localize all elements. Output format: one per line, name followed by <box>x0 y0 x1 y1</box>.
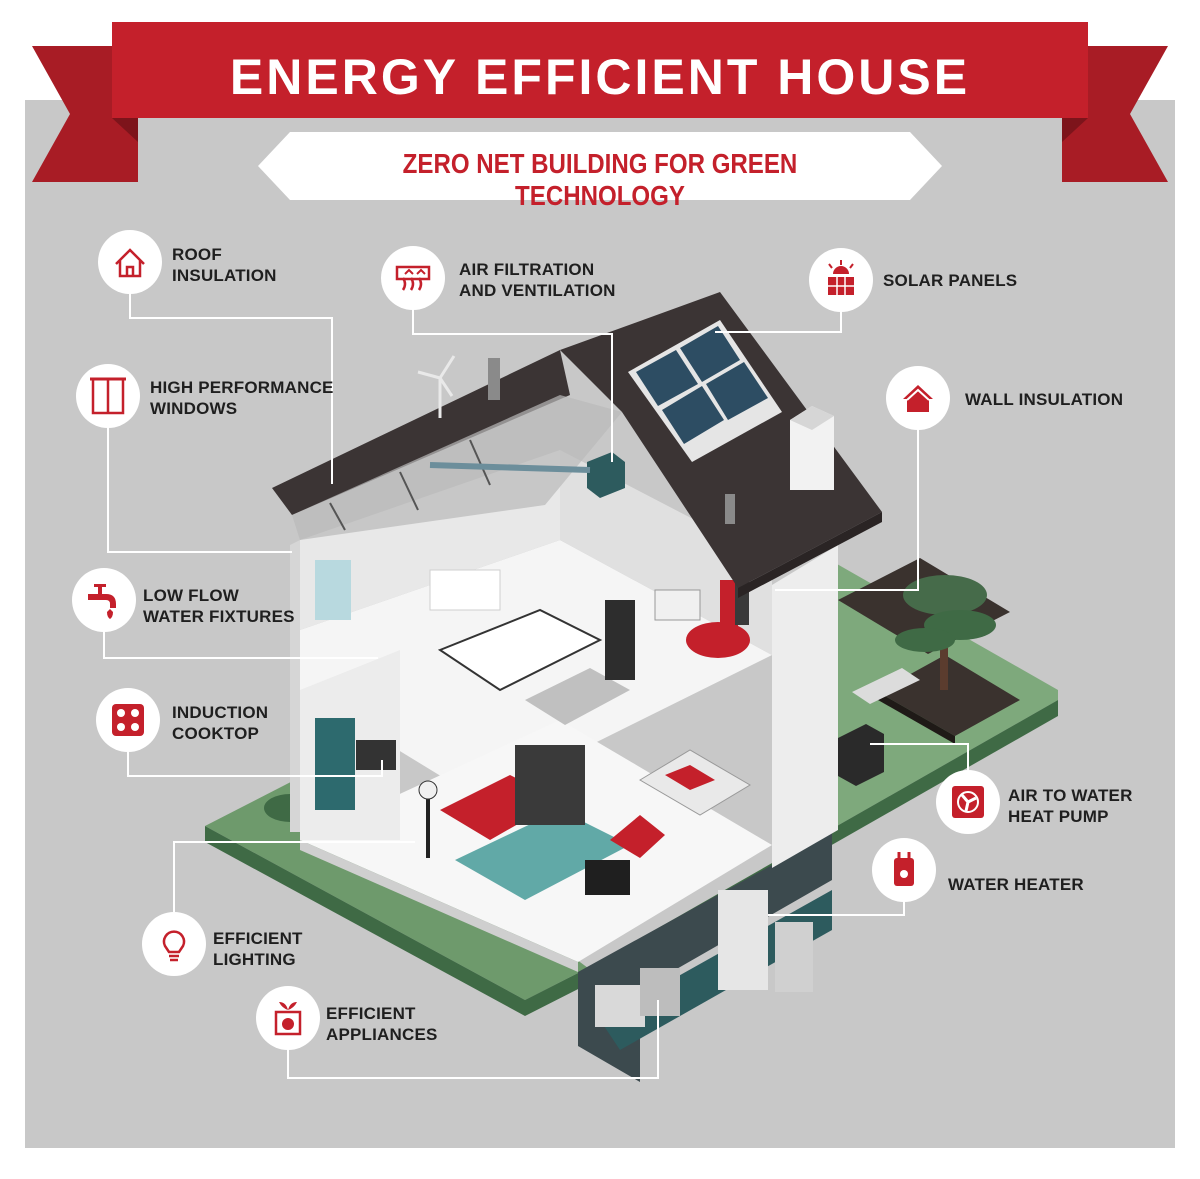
house-outline-icon <box>98 230 162 294</box>
air-vent-icon <box>381 246 445 310</box>
solar-panel-icon <box>809 248 873 312</box>
solar-array <box>628 320 782 462</box>
faucet-icon <box>72 568 136 632</box>
label-efficient-lighting: EFFICIENT LIGHTING <box>213 929 303 969</box>
label-wall-insulation: WALL INSULATION <box>965 390 1124 409</box>
label-heat-pump: AIR TO WATER HEAT PUMP <box>1008 786 1133 826</box>
label-water-heater: WATER HEATER <box>948 875 1084 894</box>
label-efficient-appliances: EFFICIENT APPLIANCES <box>326 1004 438 1044</box>
label-roof-insulation: ROOF INSULATION <box>172 245 277 285</box>
washing-machine-icon <box>256 986 320 1050</box>
page-title: ENERGY EFFICIENT HOUSE <box>229 49 971 105</box>
fan-icon <box>936 770 1000 834</box>
label-low-flow-water-fixtures: LOW FLOW WATER FIXTURES <box>143 586 295 626</box>
house-filled-icon <box>886 366 950 430</box>
label-air-filtration: AIR FILTRATION AND VENTILATION <box>459 260 616 300</box>
title-banner <box>32 22 1168 200</box>
house-cutaway <box>272 292 920 1082</box>
light-bulb-icon <box>142 912 206 976</box>
label-high-performance-windows: HIGH PERFORMANCE WINDOWS <box>150 378 334 418</box>
cooktop-icon <box>96 688 160 752</box>
connector-lines <box>103 290 969 1079</box>
label-induction-cooktop: INDUCTION COOKTOP <box>172 703 269 743</box>
window-icon <box>76 364 140 428</box>
label-solar-panels: SOLAR PANELS <box>883 271 1018 290</box>
water-heater-icon <box>872 838 936 902</box>
page-subtitle: ZERO NET BUILDING FOR GREEN TECHNOLOGY <box>402 148 798 211</box>
